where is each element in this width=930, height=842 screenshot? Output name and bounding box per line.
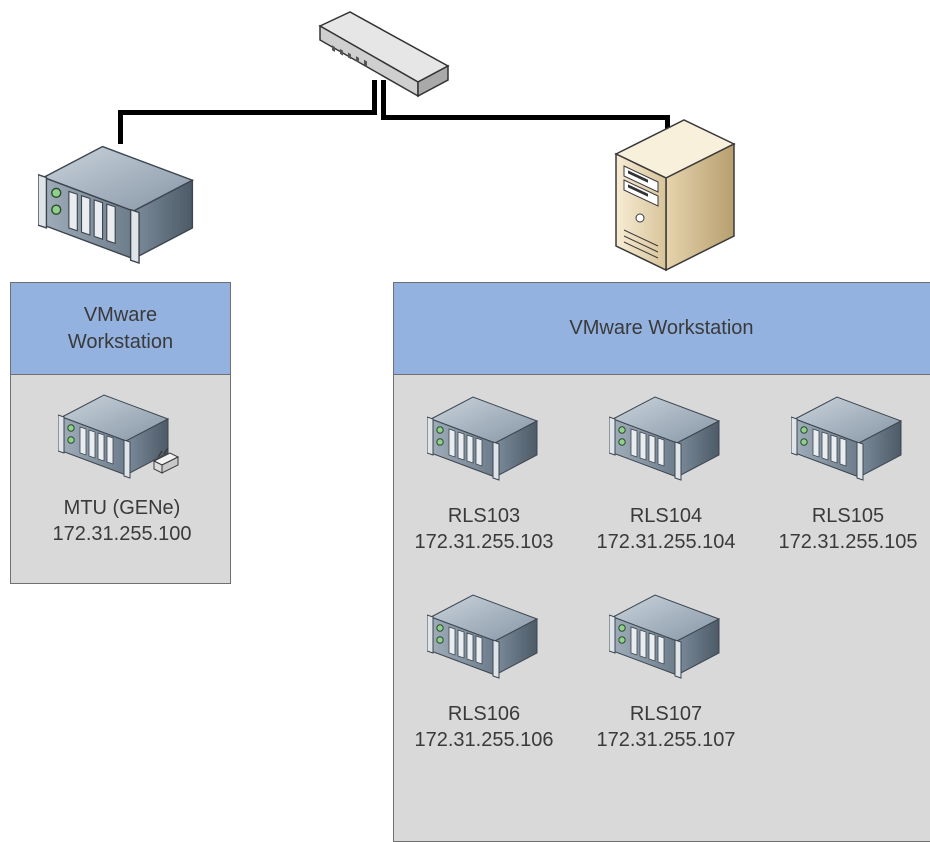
vm-ip: 172.31.255.103 <box>414 531 554 553</box>
vm-name: RLS103 <box>447 505 521 527</box>
vm-rls104[interactable]: RLS104 172.31.255.104 <box>576 393 756 555</box>
rack-server-icon <box>609 594 720 679</box>
vm-ip: 172.31.255.106 <box>414 729 554 751</box>
wire-left-drop <box>118 110 123 144</box>
vm-name: RLS107 <box>629 703 703 725</box>
left-host-panel: VMware Workstation MTU (GENe) 172.31.255… <box>10 282 231 584</box>
rack-server-with-plug-icon <box>58 394 180 479</box>
wire-right-horizontal <box>381 115 670 120</box>
rack-server-icon <box>427 396 538 481</box>
vm-name: RLS105 <box>811 505 885 527</box>
vm-rls107[interactable]: RLS107 172.31.255.107 <box>576 591 756 753</box>
vm-name: RLS106 <box>447 703 521 725</box>
vm-mtu-gene[interactable]: MTU (GENe) 172.31.255.100 <box>32 391 212 547</box>
vm-ip: 172.31.255.104 <box>596 531 736 553</box>
wire-left-horizontal <box>118 110 377 115</box>
right-host-panel: VMware Workstation RLS103 172.31.255.103… <box>393 282 930 842</box>
left-host-header: VMware Workstation <box>11 283 230 375</box>
right-host-header: VMware Workstation <box>394 283 930 375</box>
vm-rls103[interactable]: RLS103 172.31.255.103 <box>394 393 574 555</box>
wire-switch-left-vertical <box>372 80 377 114</box>
vm-name: RLS104 <box>629 505 703 527</box>
vm-rls105[interactable]: RLS105 172.31.255.105 <box>758 393 930 555</box>
wire-switch-right-vertical <box>381 80 386 120</box>
rack-server-icon <box>791 396 902 481</box>
tower-server-icon <box>614 119 736 272</box>
left-host-header-line1: VMware <box>83 303 158 326</box>
vm-rls106[interactable]: RLS106 172.31.255.106 <box>394 591 574 753</box>
vm-ip: 172.31.255.105 <box>778 531 918 553</box>
vm-name: MTU (GENe) <box>63 497 181 519</box>
rack-server-icon <box>609 396 720 481</box>
network-switch-icon <box>318 11 450 98</box>
vm-ip: 172.31.255.100 <box>52 523 192 545</box>
wire-right-drop <box>665 115 670 135</box>
rack-server-icon <box>38 145 194 264</box>
left-host-header-line2: Workstation <box>67 330 174 353</box>
rack-server-icon <box>427 594 538 679</box>
vm-ip: 172.31.255.107 <box>596 729 736 751</box>
